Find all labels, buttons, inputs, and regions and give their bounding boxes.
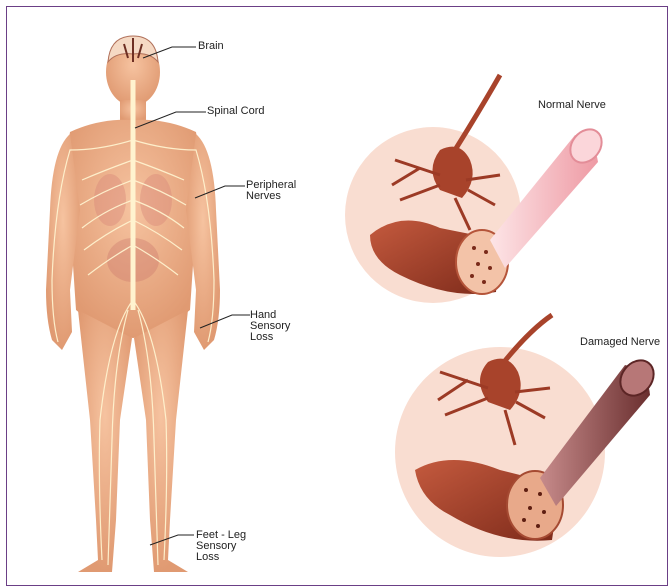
label-hand-sensory-loss: Hand Sensory Loss: [250, 310, 290, 343]
label-peripheral-nerves: Peripheral Nerves: [246, 180, 296, 202]
label-normal-nerve: Normal Nerve: [538, 100, 606, 111]
label-brain: Brain: [198, 41, 224, 52]
left-leg: [78, 310, 132, 572]
label-feet-leg-sensory-loss: Feet - Leg Sensory Loss: [196, 530, 246, 563]
damaged-nerve-illustration: [395, 315, 661, 557]
label-spinal-cord: Spinal Cord: [207, 106, 264, 117]
label-damaged-nerve: Damaged Nerve: [580, 337, 660, 348]
human-body: [46, 36, 220, 572]
right-leg: [134, 310, 188, 572]
